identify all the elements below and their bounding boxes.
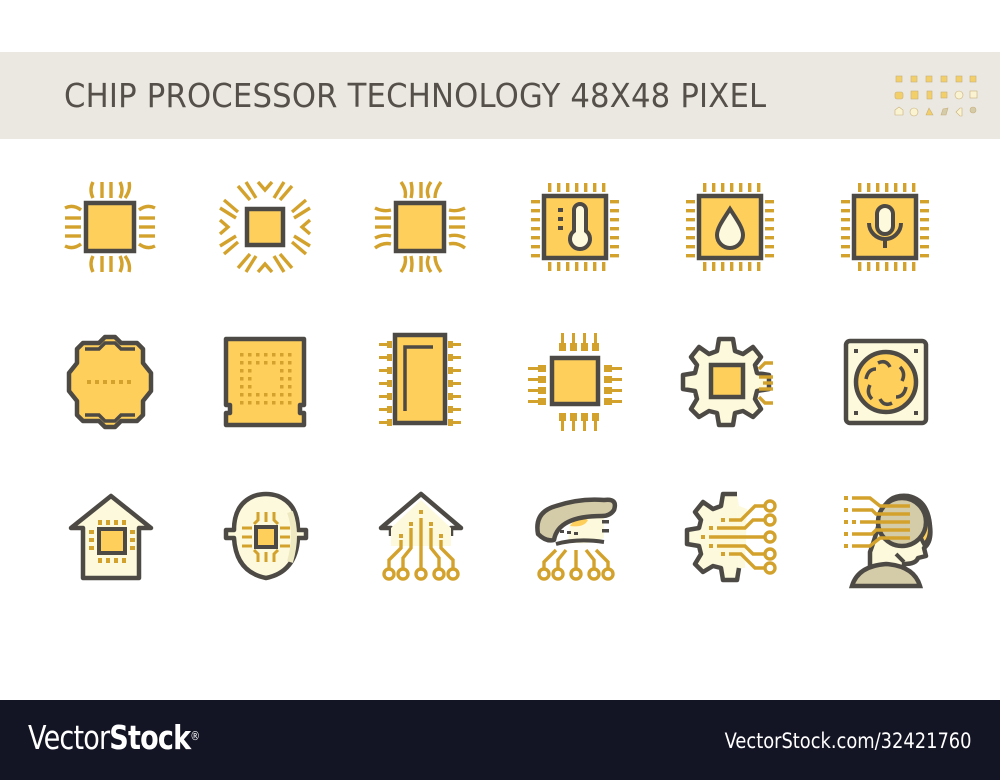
cpu-thermometer-icon xyxy=(520,172,630,282)
cpu-microphone-icon xyxy=(830,172,940,282)
watermark-footer: VectorStock® VectorStock.com/32421760 xyxy=(0,700,1000,780)
smart-home-chip-icon xyxy=(55,482,165,592)
socket-chip-icon xyxy=(210,327,320,437)
title-banner: CHIP PROCESSOR TECHNOLOGY 48X48 PIXEL xyxy=(0,52,1000,139)
octagon-chip-icon xyxy=(55,327,165,437)
cooling-fan-icon xyxy=(830,327,940,437)
dip-chip-icon xyxy=(365,327,475,437)
hand-circuit-icon xyxy=(520,482,630,592)
gear-chip-icon xyxy=(675,327,785,437)
vectorstock-logo[interactable]: VectorStock® xyxy=(28,718,200,758)
head-circuit-icon xyxy=(830,482,940,592)
brand-text-bold: Stock xyxy=(109,718,191,757)
cpu-curved-pins-icon xyxy=(55,172,165,282)
qfp-chip-icon xyxy=(520,327,630,437)
image-url-link[interactable]: VectorStock.com/32421760 xyxy=(725,729,972,753)
gear-circuit-icon xyxy=(675,482,785,592)
registered-mark: ® xyxy=(190,729,200,743)
cpu-radiating-pins-icon xyxy=(210,172,320,282)
icon-set-thumbnail-grid xyxy=(893,72,979,122)
page-title: CHIP PROCESSOR TECHNOLOGY 48X48 PIXEL xyxy=(64,76,767,115)
house-circuit-icon xyxy=(365,482,475,592)
icon-grid xyxy=(55,172,940,592)
cpu-water-drop-icon xyxy=(675,172,785,282)
brand-text-light: Vector xyxy=(28,718,110,757)
face-chip-icon xyxy=(210,482,320,592)
cpu-swirl-pins-icon xyxy=(365,172,475,282)
